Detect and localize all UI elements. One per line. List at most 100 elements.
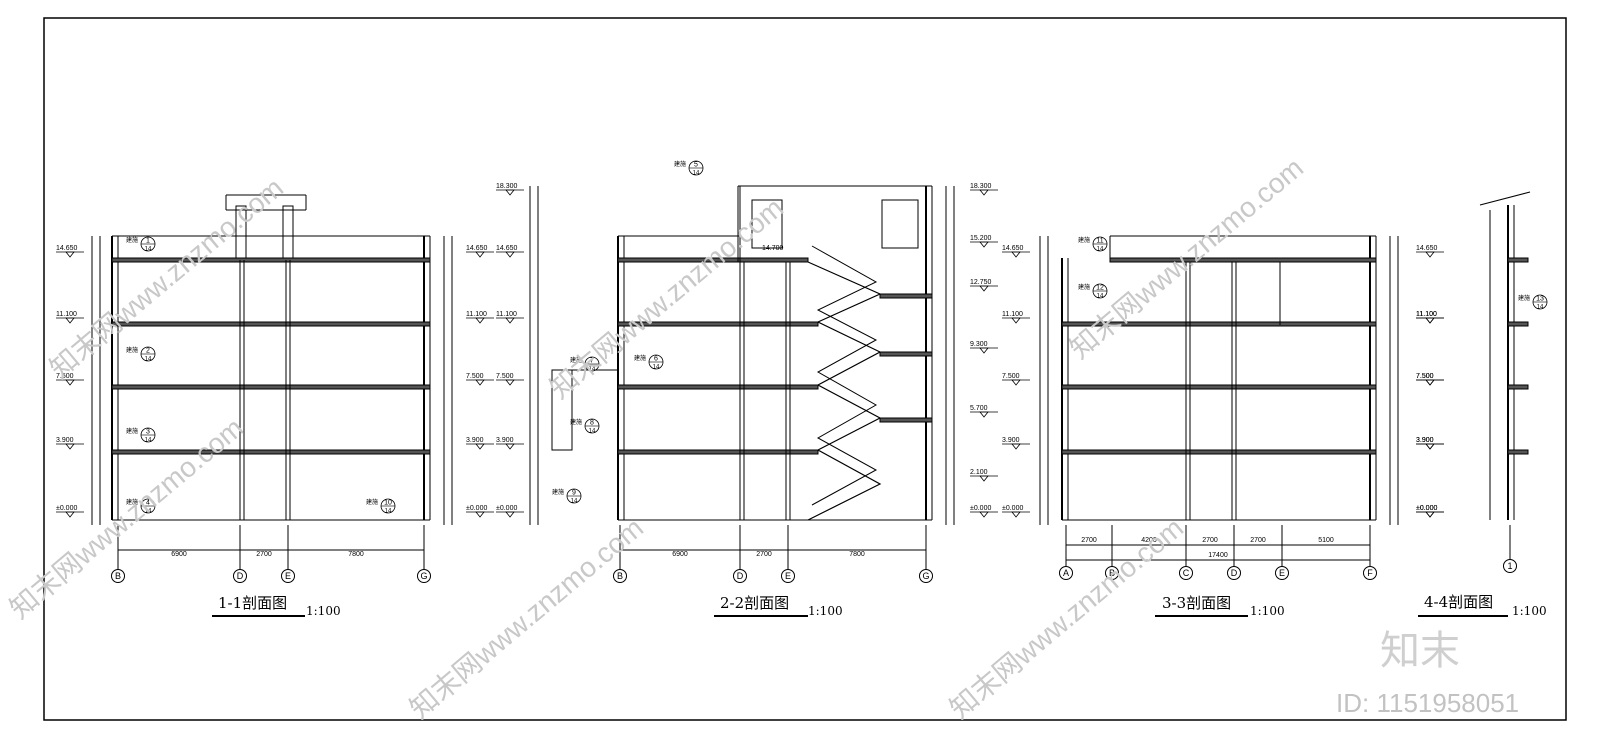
level-triangle-icon [979,285,989,292]
axis-bubble [613,569,627,583]
level-triangle-icon [1011,443,1021,450]
section-2-2 [529,185,955,617]
detail-index-sheet: 14 [693,171,700,177]
detail-index-number: 4 [146,500,150,507]
level-triangle-icon [475,379,485,386]
axis-label: D [237,571,244,581]
axis-label: A [1063,568,1069,578]
span-dimension: 2700 [1081,537,1097,544]
detail-index-note: 建施 [570,418,582,426]
axis-label: G [420,571,427,581]
detail-index-note: 建施 [1078,236,1090,244]
level-triangle-icon [1425,511,1435,518]
level-triangle-icon [1425,317,1435,324]
level-triangle-icon [1425,251,1435,258]
detail-index-note: 建施 [126,346,138,354]
level-value: 3.900 [1416,437,1434,444]
level-triangle-icon [1011,251,1021,258]
level-value: 3.900 [466,437,484,444]
axis-bubble [233,569,247,583]
section-title-4-4: 4-4剖面图 [1424,593,1493,611]
detail-index-sheet: 14 [145,438,152,444]
level-triangle-icon [475,443,485,450]
axis-bubble [1227,566,1241,580]
level-value: 11.100 [1416,311,1437,318]
detail-index-number: 10 [384,500,392,507]
detail-index-number: 5 [694,162,698,169]
total-dimension: 17400 [1208,552,1228,559]
detail-index-sheet: 14 [589,429,596,435]
detail-index-number: 2 [146,348,150,355]
section-scale-4-4: 1:100 [1512,604,1547,618]
brand-logo-text: 知末 [1380,629,1460,673]
axis-label: 1 [1507,561,1512,571]
span-dimension: 7800 [348,551,364,558]
level-triangle-icon [979,241,989,248]
span-dimension: 7800 [849,551,865,558]
level-value: 3.900 [1416,437,1434,444]
detail-index-number: 1 [146,238,150,245]
level-value: ±0.000 [466,505,487,512]
level-triangle-icon [1011,379,1021,386]
level-triangle-icon [505,379,515,386]
level-value: 3.900 [56,437,74,444]
level-value: 7.500 [56,373,74,380]
axis-bubble [919,569,933,583]
axis-bubble [111,569,125,583]
level-value: 11.100 [496,311,517,318]
detail-index-sheet: 14 [589,367,596,373]
detail-index-note: 建施 [126,498,138,506]
watermark-text: 知末网www.znzmo.com [4,412,249,625]
level-value: 9.300 [970,341,988,348]
level-value: 7.500 [1416,373,1434,380]
level-value: 14.650 [56,245,78,252]
detail-index-sheet: 14 [1097,294,1104,300]
level-value: 14.650 [466,245,488,252]
level-triangle-icon [505,443,515,450]
axis-label: E [785,571,791,581]
section-scale-1-1: 1:100 [306,604,341,618]
span-dimension: 2700 [256,551,272,558]
detail-index-sheet: 14 [1097,247,1104,253]
level-triangle-icon [505,511,515,518]
section-3-3 [1039,235,1399,617]
axis-label: E [285,571,291,581]
section-title-2-2: 2-2剖面图 [720,594,789,612]
watermark-text: 知末网www.znzmo.com [44,172,289,385]
detail-index-number: 11 [1096,238,1103,245]
watermark-text: 知末网www.znzmo.com [404,512,649,725]
level-triangle-icon [65,443,75,450]
detail-index-number: 9 [572,490,576,497]
axis-label: D [737,571,744,581]
axis-bubble [1179,566,1193,580]
axis-label: B [115,571,121,581]
level-triangle-icon [1425,443,1435,450]
level-value: 12.750 [970,279,992,286]
level-triangle-icon [979,411,989,418]
level-value: 15.200 [970,235,992,242]
span-dimension: 5100 [1318,537,1334,544]
level-triangle-icon [1425,443,1435,450]
detail-index-sheet: 14 [1537,305,1544,311]
detail-index-sheet: 14 [571,499,578,505]
level-triangle-icon [65,379,75,386]
axis-label: E [1279,568,1285,578]
level-value: 7.500 [1416,373,1434,380]
detail-index-note: 建施 [674,160,686,168]
level-value: ±0.000 [1416,505,1437,512]
watermark-text: 知末网www.znzmo.com [544,192,789,405]
axis-bubble [733,569,747,583]
section-title-3-3: 3-3剖面图 [1162,594,1231,612]
level-triangle-icon [1425,379,1435,386]
level-value: 3.900 [496,437,514,444]
span-dimension: 4200 [1141,537,1157,544]
detail-index-note: 建施 [1518,294,1530,302]
level-triangle-icon [1425,379,1435,386]
detail-index-number: 7 [590,358,594,365]
level-triangle-icon [979,347,989,354]
detail-index-note: 建施 [126,236,138,244]
level-triangle-icon [505,189,515,196]
detail-index-number: 6 [654,356,658,363]
